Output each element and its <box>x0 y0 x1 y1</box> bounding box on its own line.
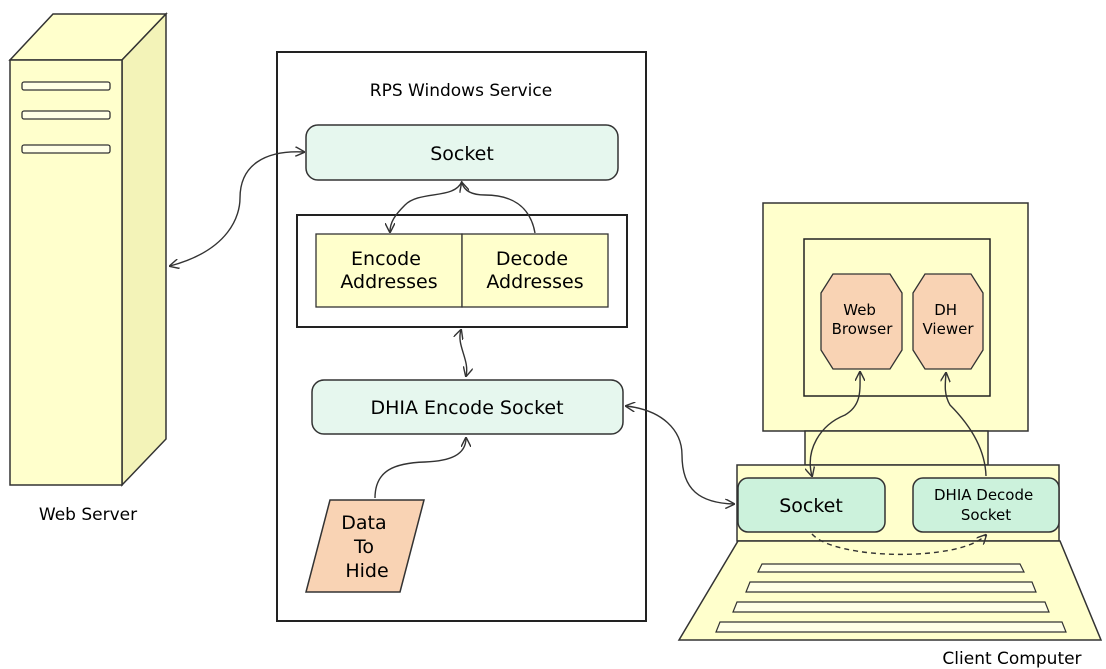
encode-line2: Addresses <box>340 271 437 293</box>
data-line1: Data <box>341 512 386 534</box>
data-to-hide-label: Data To Hide <box>341 512 392 582</box>
connector-webserver-socket <box>170 152 304 266</box>
connector-decode-socket <box>462 183 536 234</box>
drive-bay <box>21 81 111 91</box>
web-browser-label: Web Browser <box>832 301 894 338</box>
decode-addresses-box <box>461 233 609 308</box>
dhia-decode-socket-label: DHIA Decode Socket <box>934 486 1038 524</box>
keyboard-row <box>715 621 1067 633</box>
client-computer-icon <box>677 202 1103 641</box>
decode-line2: Addresses <box>486 271 583 293</box>
web-server-icon <box>8 12 168 487</box>
encode-addresses-label: Encode Addresses <box>340 248 437 293</box>
data-line2: To <box>353 536 374 558</box>
connector-decode-viewer <box>945 373 987 477</box>
viewer-line2: Viewer <box>923 320 975 338</box>
dhia-encode-socket-label: DHIA Encode Socket <box>370 397 563 419</box>
encode-line1: Encode <box>351 248 421 270</box>
connector-encode-client-socket <box>626 406 734 504</box>
browser-line2: Browser <box>832 320 894 338</box>
web-browser-shape <box>820 273 903 370</box>
keyboard-row <box>745 581 1037 593</box>
decode-addresses-label: Decode Addresses <box>486 248 583 293</box>
client-socket-label: Socket <box>779 495 843 517</box>
monitor-stand <box>804 430 989 466</box>
keyboard-row <box>757 563 1025 573</box>
service-socket-label: Socket <box>430 143 494 165</box>
decode-socket-line2: Socket <box>961 506 1011 524</box>
drive-bay <box>21 144 111 154</box>
connector-frame-dhia-encode <box>460 330 467 376</box>
dh-viewer-label: DH Viewer <box>923 301 975 338</box>
rps-service-title: RPS Windows Service <box>370 81 552 101</box>
dhia-encode-socket-box <box>311 379 624 435</box>
drive-bay <box>21 110 111 120</box>
dh-viewer-shape <box>912 273 984 370</box>
data-to-hide-shape <box>305 499 425 593</box>
data-line3: Hide <box>345 560 388 582</box>
service-socket-box <box>305 124 619 181</box>
web-server-label: Web Server <box>39 505 137 525</box>
client-computer-label: Client Computer <box>942 649 1081 669</box>
encode-addresses-box <box>315 233 463 308</box>
viewer-line1: DH <box>934 301 957 319</box>
browser-line1: Web <box>843 301 876 319</box>
decode-line1: Decode <box>496 248 568 270</box>
connector-socket-browser <box>810 372 860 476</box>
connector-dashed-socket-decode <box>811 534 986 556</box>
decode-socket-line1: DHIA Decode <box>934 486 1033 504</box>
connector-socket-encode <box>390 180 463 232</box>
keyboard-row <box>732 601 1050 613</box>
connector-data-dhia-encode <box>374 438 466 499</box>
dhia-decode-socket-box <box>912 477 1060 533</box>
